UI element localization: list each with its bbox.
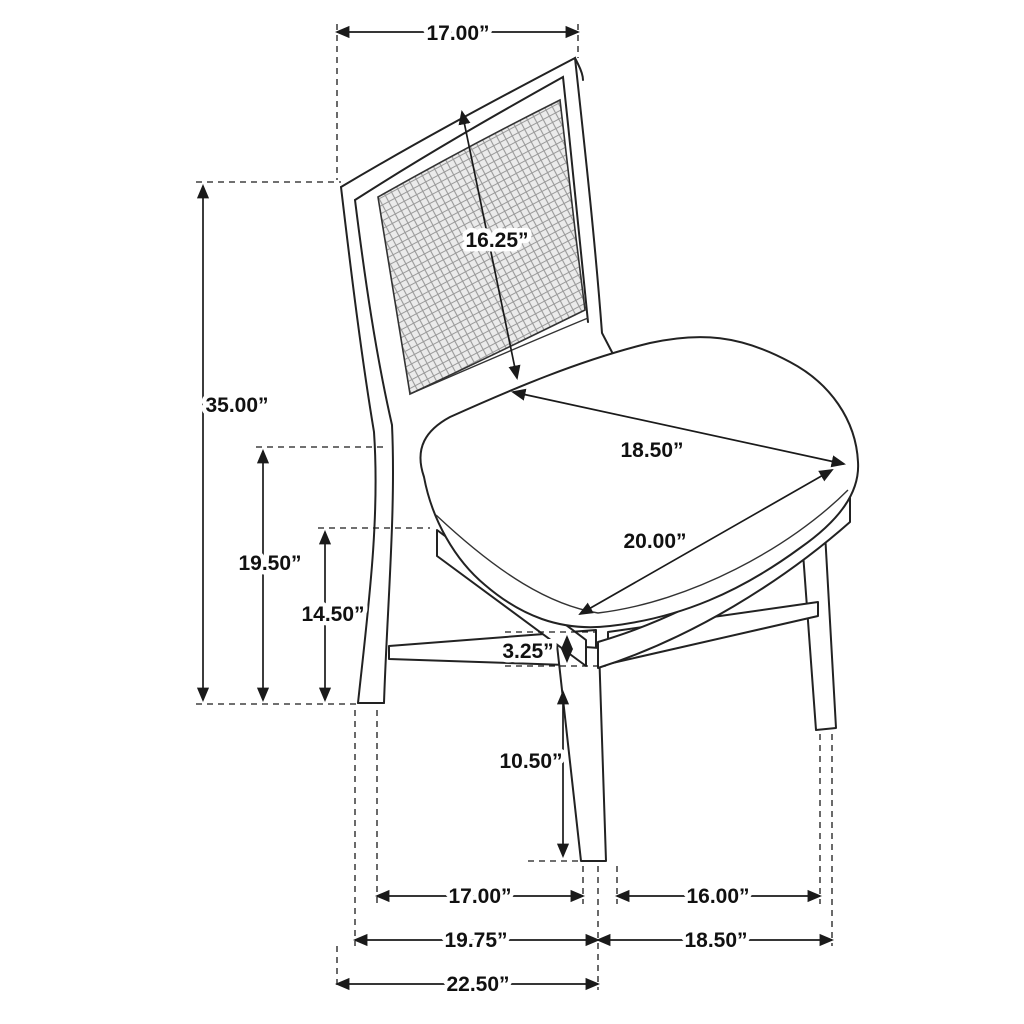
- dim-base-depth: 18.50”: [595, 925, 835, 957]
- back-left-leg-inner: [354, 199, 395, 704]
- dim-seat-depth-label: 18.50”: [620, 439, 683, 462]
- dim-seat-width-line: [578, 468, 834, 616]
- dim-seat-front-height-label: 14.50”: [301, 603, 364, 626]
- dim-seat-depth: 18.50”: [511, 388, 846, 468]
- dim-back-panel-height-line: [458, 110, 521, 380]
- dimensions: 17.00” 16.25” 35.00” 19.50” 14.50” 18.50…: [196, 18, 846, 1001]
- dim-back-panel-height-label: 16.25”: [465, 229, 528, 252]
- backrest-inner-edge: [354, 75, 589, 323]
- dim-base-depth-label: 18.50”: [684, 929, 747, 952]
- dim-seat-front-height: 14.50”: [297, 529, 369, 703]
- extension-lines: [196, 24, 833, 990]
- dim-overall-depth-label: 22.50”: [446, 973, 509, 996]
- dim-back-width: 17.00”: [334, 18, 581, 50]
- dim-stretcher-clearance-label: 10.50”: [499, 750, 562, 773]
- dim-overall-height-label: 35.00”: [205, 394, 268, 417]
- dim-stretcher-clearance: 10.50”: [495, 689, 570, 859]
- seat-cushion: [419, 336, 860, 629]
- dim-seat-width: 20.00”: [578, 468, 834, 616]
- dim-seat-width-label: 20.00”: [623, 530, 686, 553]
- dim-stretcher-thickness: 3.25”: [498, 634, 574, 668]
- dim-seat-height-label: 19.50”: [238, 552, 301, 575]
- dim-stretcher-thickness-label: 3.25”: [502, 640, 553, 663]
- backrest-top-cap: [574, 57, 584, 81]
- dim-back-width-label: 17.00”: [426, 22, 489, 45]
- dim-base-width: 19.75”: [352, 925, 601, 957]
- chair-illustration: [340, 56, 860, 862]
- dim-side-leg-span-label: 16.00”: [686, 885, 749, 908]
- front-leg: [556, 644, 607, 862]
- dim-side-leg-span: 16.00”: [614, 881, 823, 913]
- dim-overall-depth: 22.50”: [334, 969, 601, 1001]
- dim-seat-depth-line: [511, 388, 846, 468]
- dim-seat-height: 19.50”: [234, 448, 306, 703]
- backrest-frame: [340, 56, 615, 704]
- back-left-leg-outer: [340, 186, 377, 704]
- dim-front-leg-span-label: 17.00”: [448, 885, 511, 908]
- dim-back-panel-height: 16.25”: [458, 110, 533, 380]
- dim-overall-height: 35.00”: [196, 183, 273, 703]
- dim-front-leg-span: 17.00”: [374, 881, 586, 913]
- dim-base-width-label: 19.75”: [444, 929, 507, 952]
